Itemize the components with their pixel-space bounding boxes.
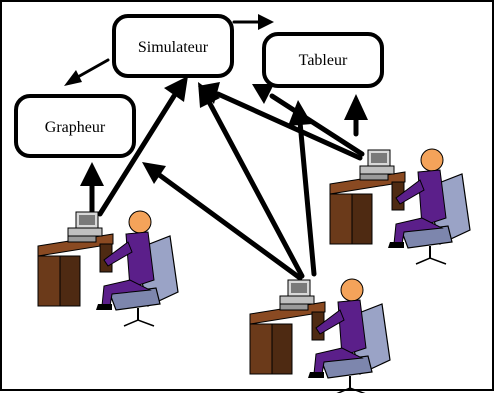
edge-simulateur-tableur [232,14,274,30]
edge-left-simulateur [97,76,188,217]
edge-simulateur-grapheur [64,58,110,86]
edge-bottom-simulateur [198,82,305,279]
workstation-right-illustration [329,148,471,265]
node-simulateur: Simulateur [112,14,234,78]
workstation-left-illustration [37,210,179,327]
edge-right-tableur-2 [252,84,365,157]
node-tableur-label: Tableur [299,52,348,69]
node-grapheur: Grapheur [14,94,136,158]
edge-right-simulateur [198,82,363,161]
workstation-left [37,210,179,327]
node-tableur: Tableur [262,32,384,88]
edge-left-grapheur [80,162,104,217]
edge-right-tableur [344,94,368,137]
workstation-bottom-illustration [249,278,391,393]
workstation-bottom [249,278,391,393]
edge-bottom-left-simulateur [142,162,303,281]
workstation-right [329,148,471,265]
node-simulateur-label: Simulateur [138,39,209,56]
node-grapheur-label: Grapheur [45,119,106,136]
